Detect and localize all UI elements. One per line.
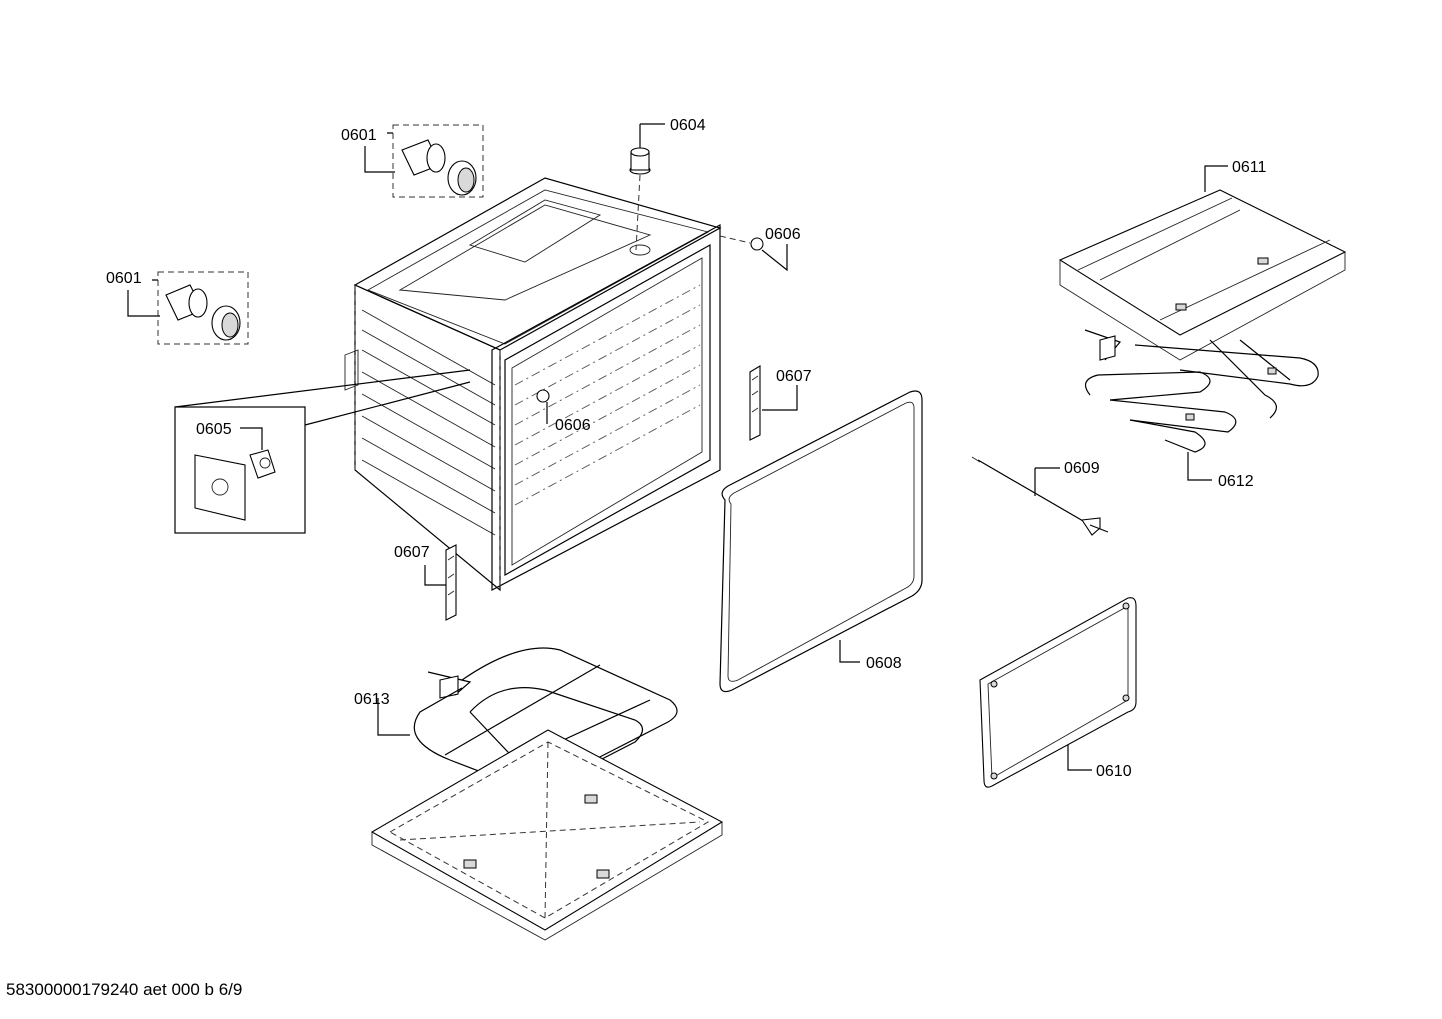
- callout-0601-upper: 0601: [341, 127, 377, 144]
- rail-0607-right: [749, 365, 761, 441]
- callout-0606-inner: 0606: [555, 417, 591, 434]
- callout-0601-lower: 0601: [106, 270, 142, 287]
- callout-0605: 0605: [196, 421, 232, 438]
- callout-0610: 0610: [1096, 763, 1132, 780]
- callout-0608: 0608: [866, 655, 902, 672]
- rail-0607-left: [445, 544, 457, 621]
- callout-0604: 0604: [670, 117, 706, 134]
- knob-0606-inner: [536, 389, 550, 403]
- oven-cavity: [344, 177, 722, 592]
- callout-0612: 0612: [1218, 473, 1254, 490]
- panel-0610: [979, 597, 1137, 788]
- callout-0611: 0611: [1232, 159, 1267, 176]
- callout-0613: 0613: [354, 691, 390, 708]
- inset-box-0605: [174, 369, 471, 534]
- bottom-tray: [370, 729, 724, 941]
- heat-shield-0611: [1058, 189, 1347, 361]
- probe-0609: [971, 456, 1109, 536]
- callout-0609: 0609: [1064, 460, 1100, 477]
- callout-0607-left: 0607: [394, 544, 430, 561]
- lamp-assembly-lower: [157, 271, 249, 345]
- callout-0606-right: 0606: [765, 226, 801, 243]
- heating-element-0612: [1084, 329, 1319, 453]
- callout-0607-right: 0607: [776, 368, 812, 385]
- sensor-0604: [629, 147, 651, 256]
- knob-0606-right: [719, 235, 764, 251]
- door-seal-0608: [719, 390, 923, 693]
- lamp-assembly-upper: [392, 124, 484, 198]
- drawing-reference-number: 58300000179240 aet 000 b 6/9: [6, 980, 243, 999]
- leader-lines: [127, 123, 1228, 771]
